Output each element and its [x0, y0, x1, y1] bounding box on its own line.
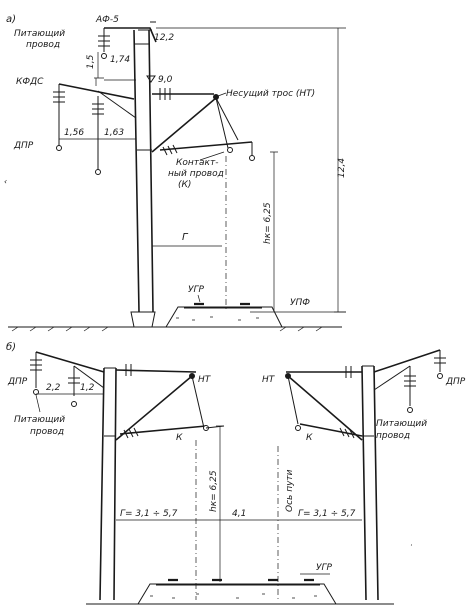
level-9-0-marker — [146, 75, 156, 83]
feeder-b-left-1: Питающий — [14, 415, 65, 425]
contact-label-1: Контакт- — [176, 158, 218, 168]
contact-leader — [199, 151, 225, 161]
dim-1-2: 1,2 — [80, 383, 95, 393]
cantilever-b-left — [115, 364, 225, 441]
hk-dim-line-b — [216, 425, 224, 582]
hk-a: hк= 6,25 — [263, 202, 273, 244]
kfds-bracket — [53, 83, 137, 175]
ballast-b — [137, 578, 337, 605]
kfds-label: КФДС — [16, 77, 44, 87]
panel-b-label: б) — [6, 341, 16, 353]
dpr-b-right: ДПР — [445, 377, 466, 387]
dpr-a-label: ДПР — [13, 141, 34, 151]
ground-hatch — [11, 326, 323, 332]
gauge-b-left: Г= 3,1 ÷ 5,7 — [120, 509, 178, 519]
feeder-label-2: провод — [26, 40, 60, 50]
dim-9-0: 9,0 — [158, 75, 173, 85]
ugr-a: УГР — [188, 285, 204, 295]
ugr-leader-a — [197, 294, 201, 303]
track-axis-label: Ось пути — [285, 469, 295, 512]
dim-1-5: 1,5 — [86, 54, 96, 69]
ballast-a — [165, 302, 283, 328]
messenger-leader — [217, 92, 227, 97]
gauge-b-right: Г= 3,1 ÷ 5,7 — [298, 509, 356, 519]
mast-b-right — [361, 365, 379, 601]
panel-b: б) ДПР 2,2 1,2 Пит — [6, 341, 466, 605]
feeder-b-left-leader — [35, 394, 41, 413]
cantilever-a — [151, 88, 255, 161]
gauge-a: Г — [182, 232, 189, 243]
dim-1-5-line — [94, 52, 104, 86]
track-spacing: 4,1 — [232, 509, 246, 519]
dim-1-63: 1,63 — [104, 128, 124, 138]
dim-1-56: 1,56 — [64, 128, 84, 138]
messenger-label: Несущий трос (НТ) — [226, 89, 315, 99]
ugr-b: УГР — [316, 563, 332, 573]
panel-a-label: а) — [6, 14, 16, 25]
cantilever-b-right — [285, 366, 363, 441]
k-b-left: К — [176, 433, 183, 443]
upf-a: УПФ — [290, 298, 310, 308]
left-margin-mark: ‹ — [4, 177, 7, 186]
mast-a — [130, 29, 156, 328]
panel-a: а) АФ-5 Питающий провод 12,2 1,5 1,74 — [4, 14, 347, 332]
dim-1-74: 1,74 — [110, 55, 130, 65]
k-b-right: К — [306, 433, 313, 443]
nt-b-left: НТ — [198, 375, 212, 385]
dim-12-4: 12,4 — [337, 158, 347, 178]
feeder-b-right-2: провод — [376, 431, 410, 441]
hk-dim-line-a — [270, 151, 278, 312]
feeder-label-1: Питающий — [14, 29, 65, 39]
right-feeder-bracket — [373, 349, 446, 413]
dim-2-2: 2,2 — [46, 383, 61, 393]
right-margin-mark: · — [410, 541, 413, 550]
mast-b-left — [99, 367, 117, 601]
dim-12-2: 12,2 — [154, 33, 174, 43]
af5-label: АФ-5 — [95, 15, 119, 25]
contact-label-2: ный провод — [168, 169, 224, 179]
feeder-b-right-1: Питающий — [376, 419, 427, 429]
hk-b: hк= 6,25 — [209, 470, 219, 512]
feeder-b-left-2: провод — [30, 427, 64, 437]
contact-label-3: (К) — [178, 180, 191, 190]
top-bracket — [98, 21, 157, 59]
dpr-b-left: ДПР — [7, 377, 28, 387]
nt-b-right: НТ — [262, 375, 276, 385]
left-feeder-bracket — [30, 351, 105, 407]
